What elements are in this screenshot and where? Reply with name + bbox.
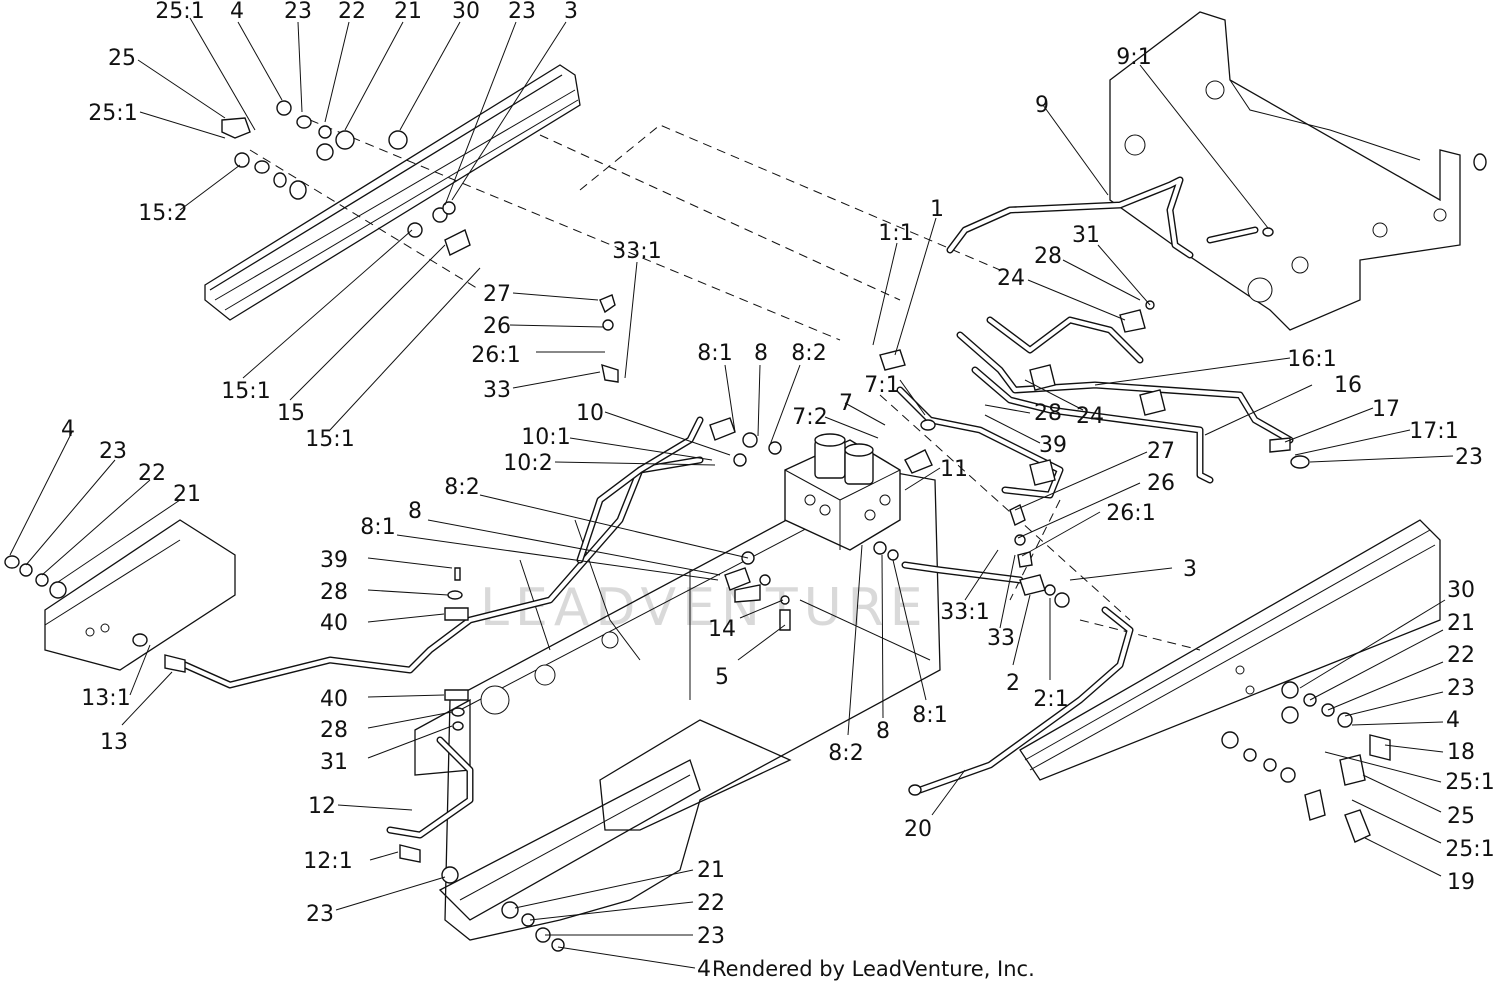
callout-label: 21 — [697, 858, 725, 883]
render-credit: Rendered by LeadVenture, Inc. — [712, 957, 1035, 981]
callout-label: 24 — [1076, 404, 1104, 429]
valve-block — [784, 433, 901, 551]
callout-label: 3 — [564, 0, 578, 24]
callout-label: 5 — [715, 665, 729, 690]
callout-label: 23 — [697, 924, 725, 949]
callout-label: 33:1 — [612, 239, 661, 264]
callout-label: 23 — [1447, 676, 1475, 701]
callout-label: 39 — [1039, 433, 1067, 458]
callout-label: 8:1 — [360, 515, 395, 540]
fittings — [4, 100, 1487, 952]
callout-label: 15:1 — [221, 379, 270, 404]
callout-label: 8 — [876, 719, 890, 744]
callout-label: 30 — [1447, 578, 1475, 603]
callout-label: 28 — [1034, 244, 1062, 269]
callout-label: 27 — [483, 282, 511, 307]
callout-label: 17:1 — [1409, 419, 1458, 444]
callout-label: 2:1 — [1033, 687, 1068, 712]
callout-label: 8:1 — [697, 341, 732, 366]
callout-label: 10 — [576, 401, 604, 426]
callout-label: 23 — [99, 439, 127, 464]
callout-label: 22 — [697, 891, 725, 916]
callout-label: 11 — [940, 457, 968, 482]
callout-label: 4 — [697, 957, 711, 982]
callout-label: 13:1 — [81, 686, 130, 711]
callout-label: 19 — [1447, 870, 1475, 895]
callout-label: 22 — [1447, 643, 1475, 668]
callout-label: 28 — [320, 580, 348, 605]
callout-label: 4 — [1446, 708, 1460, 733]
callout-label: 18 — [1447, 740, 1475, 765]
callout-label: 12 — [308, 794, 336, 819]
callout-label: 14 — [708, 617, 736, 642]
callout-label: 25 — [1447, 804, 1475, 829]
callout-label: 31 — [320, 750, 348, 775]
callout-label: 2 — [1006, 671, 1020, 696]
callout-label: 10:2 — [503, 451, 552, 476]
callout-label: 8 — [754, 341, 768, 366]
callout-label: 16:1 — [1287, 347, 1336, 372]
callout-label: 24 — [997, 266, 1025, 291]
callout-label: 23 — [508, 0, 536, 24]
callout-label: 4 — [61, 417, 75, 442]
chassis-artwork — [44, 11, 1461, 941]
callout-label: 40 — [320, 611, 348, 636]
part-callouts: 25:1 4 23 22 21 30 23 3 25 25:1 15:2 15:… — [61, 0, 1495, 982]
callout-label: 3 — [1183, 557, 1197, 582]
callout-label: 8:1 — [912, 703, 947, 728]
callout-label: 33:1 — [940, 600, 989, 625]
callout-label: 26:1 — [1106, 501, 1155, 526]
callout-label: 23 — [284, 0, 312, 24]
callout-label: 25 — [108, 46, 136, 71]
callout-label: 39 — [320, 548, 348, 573]
callout-label: 8:2 — [444, 475, 479, 500]
callout-label: 4 — [230, 0, 244, 24]
callout-label: 28 — [320, 718, 348, 743]
callout-label: 25:1 — [1445, 837, 1494, 862]
callout-label: 25:1 — [88, 101, 137, 126]
callout-label: 20 — [904, 817, 932, 842]
callout-label: 15:2 — [138, 201, 187, 226]
callout-label: 26:1 — [471, 343, 520, 368]
callout-label: 25:1 — [155, 0, 204, 24]
callout-label: 10:1 — [521, 425, 570, 450]
callout-label: 33 — [987, 626, 1015, 651]
callout-label: 27 — [1147, 439, 1175, 464]
callout-label: 1:1 — [878, 221, 913, 246]
watermark: LEADVENTURE — [480, 578, 929, 638]
callout-label: 7 — [839, 391, 853, 416]
callout-label: 33 — [483, 378, 511, 403]
callout-label: 23 — [306, 902, 334, 927]
callout-label: 8 — [408, 499, 422, 524]
callout-label: 25:1 — [1445, 770, 1494, 795]
callout-label: 22 — [338, 0, 366, 24]
callout-label: 31 — [1072, 223, 1100, 248]
callout-label: 15 — [277, 401, 305, 426]
callout-label: 23 — [1455, 445, 1483, 470]
callout-label: 1 — [930, 197, 944, 222]
callout-label: 26 — [1147, 471, 1175, 496]
callout-label: 21 — [394, 0, 422, 24]
callout-label: 21 — [1447, 611, 1475, 636]
leader-lines — [9, 17, 1454, 969]
callout-label: 17 — [1372, 397, 1400, 422]
callout-label: 28 — [1034, 401, 1062, 426]
callout-label: 12:1 — [303, 849, 352, 874]
callout-label: 22 — [138, 461, 166, 486]
callout-label: 8:2 — [791, 341, 826, 366]
callout-label: 9:1 — [1116, 45, 1151, 70]
callout-label: 7:1 — [864, 373, 899, 398]
callout-label: 26 — [483, 314, 511, 339]
callout-label: 30 — [452, 0, 480, 24]
callout-label: 15:1 — [305, 427, 354, 452]
callout-label: 40 — [320, 687, 348, 712]
callout-label: 7:2 — [792, 405, 827, 430]
callout-label: 9 — [1035, 93, 1049, 118]
callout-label: 8:2 — [828, 741, 863, 766]
callout-label: 21 — [173, 482, 201, 507]
callout-label: 16 — [1334, 373, 1362, 398]
callout-label: 13 — [100, 730, 128, 755]
